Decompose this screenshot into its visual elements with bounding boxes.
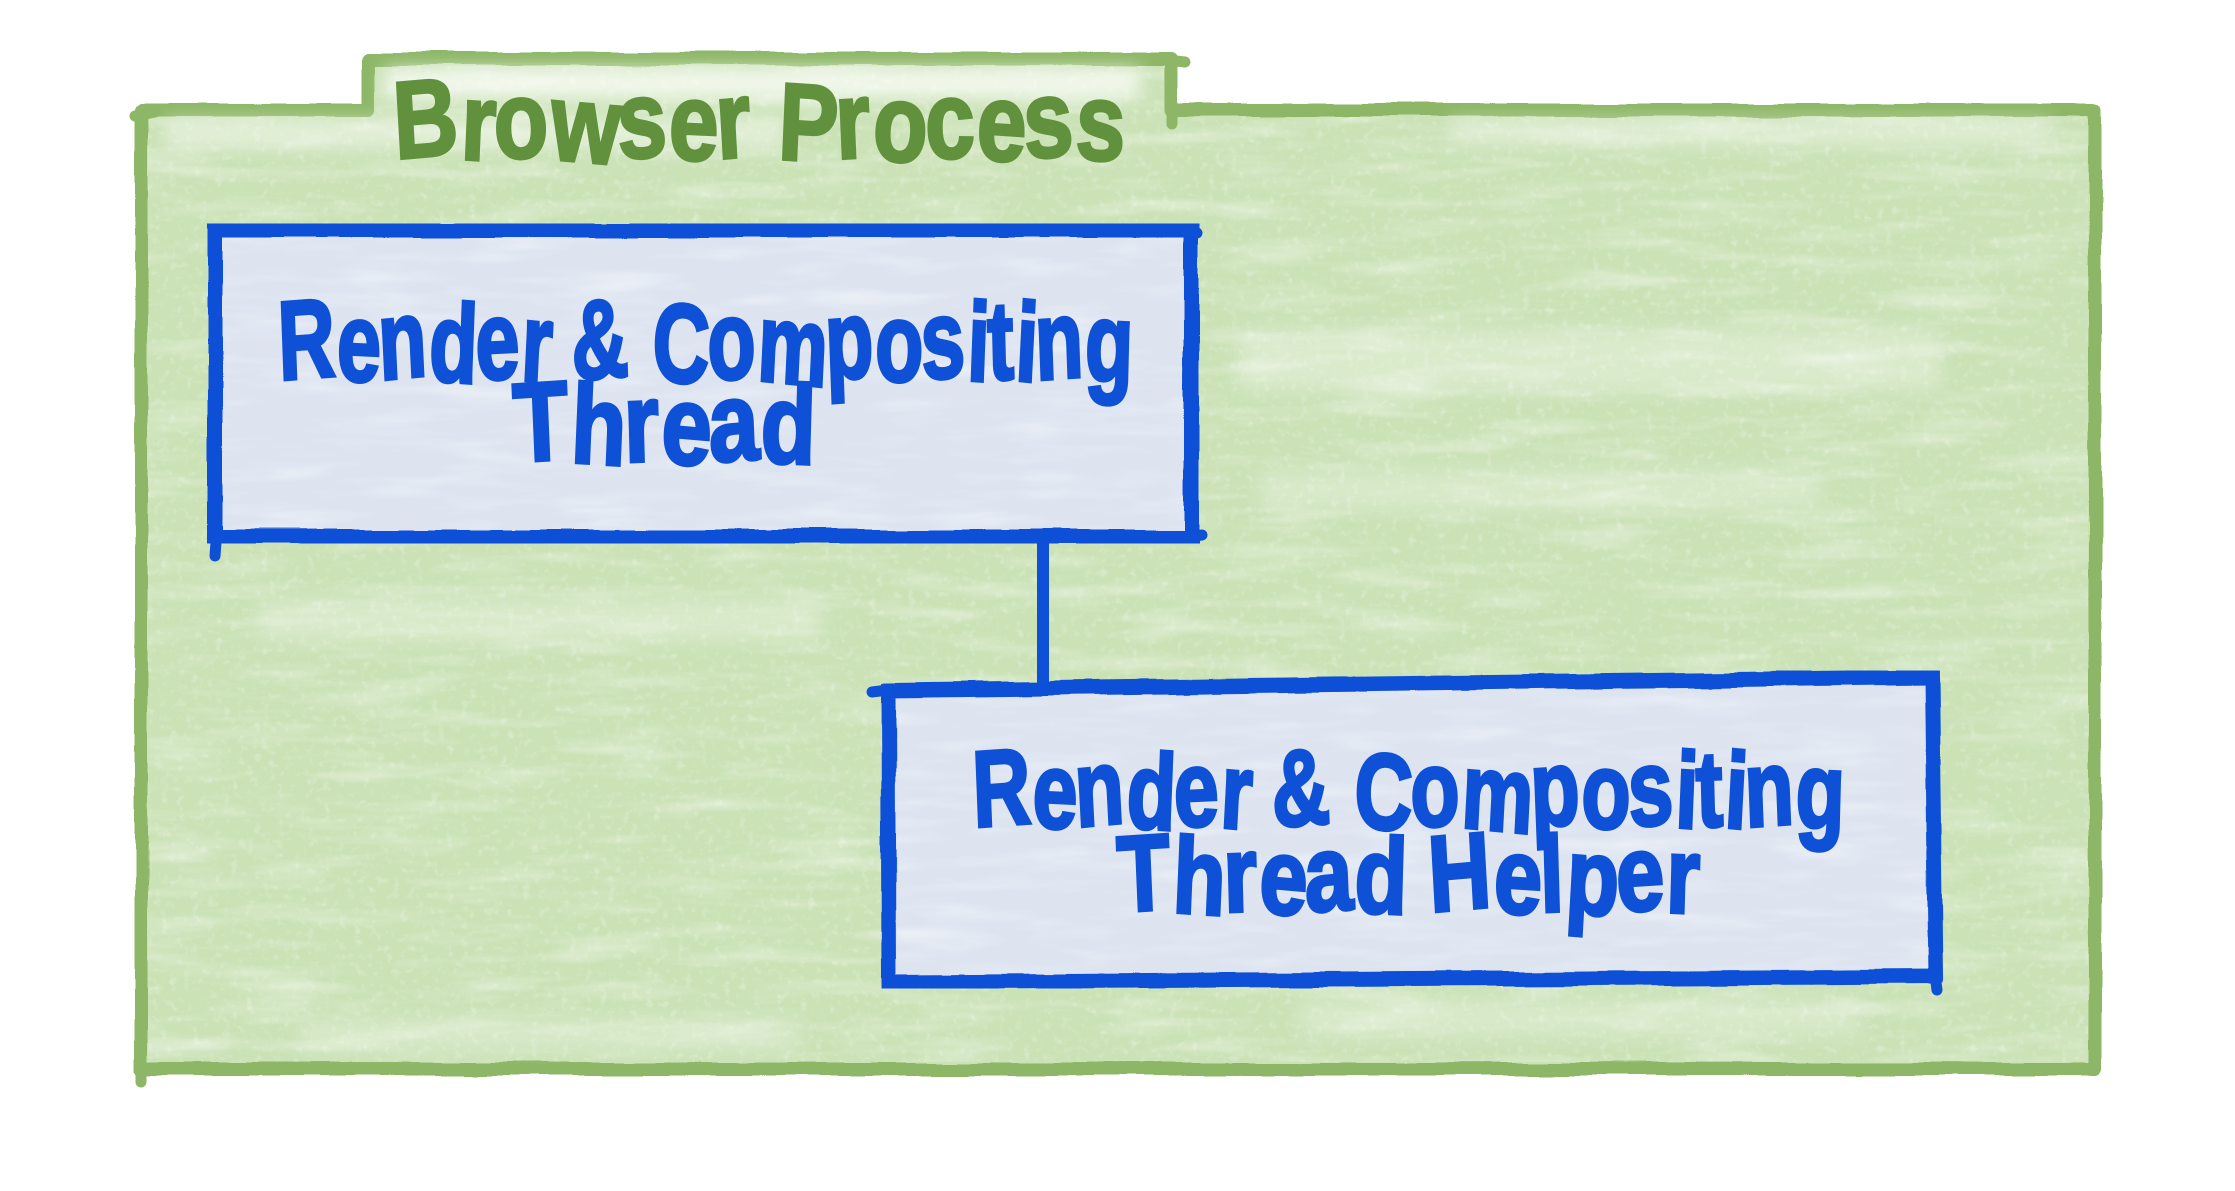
- svg-text:Thread Helper: Thread Helper: [1114, 810, 1703, 939]
- svg-text:Render & Compositing: Render & Compositing: [969, 726, 1848, 855]
- svg-text:Render & Compositing: Render & Compositing: [274, 276, 1136, 409]
- svg-text:Browser Process: Browser Process: [389, 56, 1128, 188]
- svg-text:Thread: Thread: [510, 358, 819, 489]
